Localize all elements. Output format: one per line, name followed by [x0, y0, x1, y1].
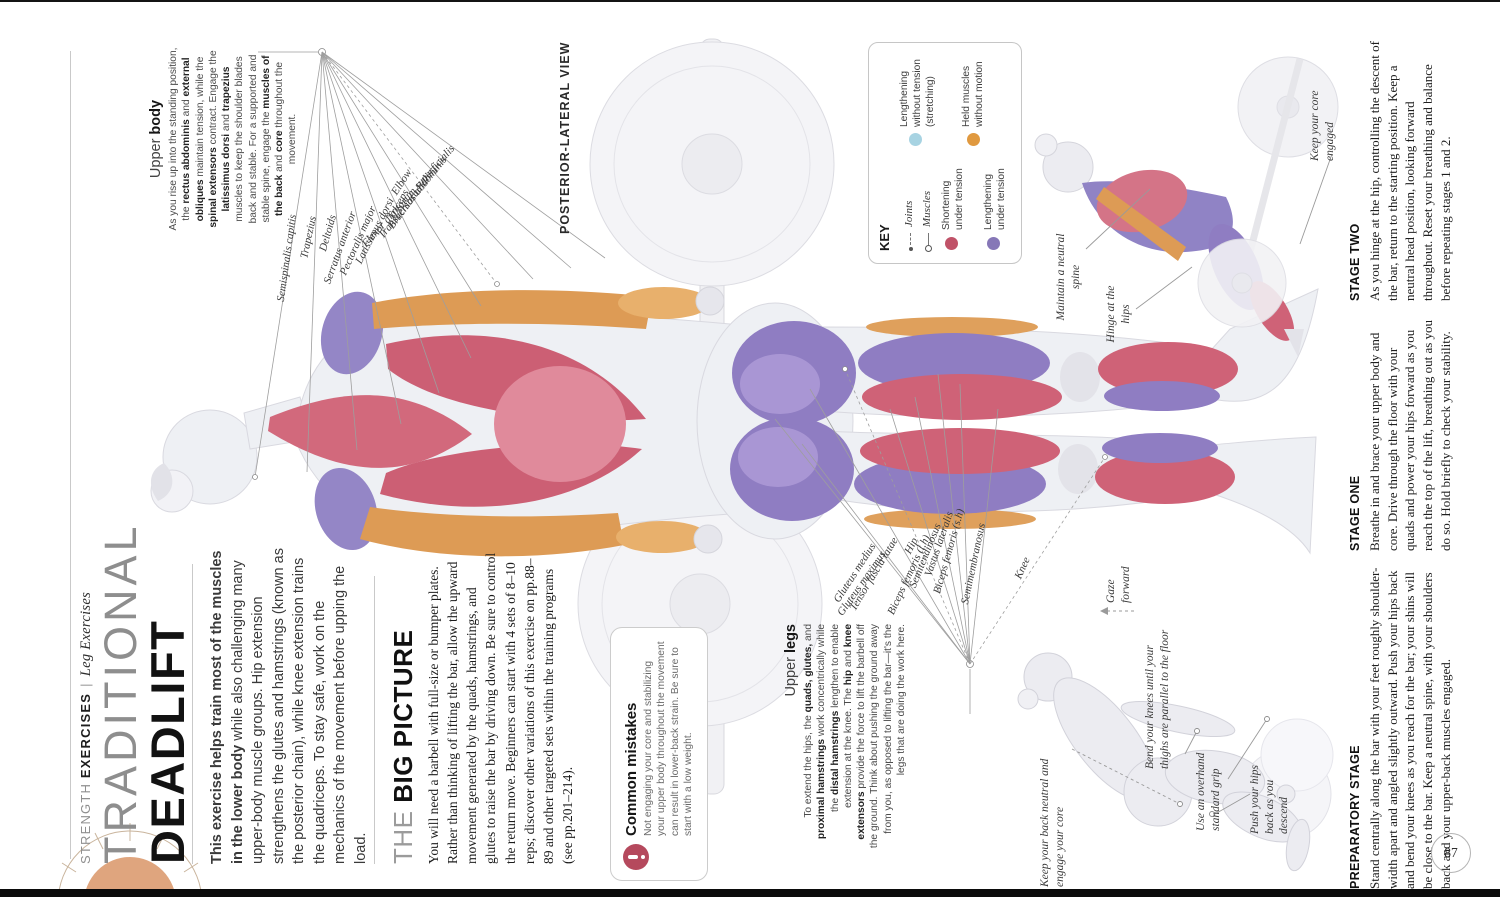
upper-body-caption-heading: Upper body — [148, 99, 164, 179]
key-title: KEY — [877, 224, 892, 251]
svg-text:Knee: Knee — [1012, 555, 1033, 582]
key-label-shortening: Shortening under tension — [941, 168, 965, 230]
upper-legs-caption-heading: Upper legs — [783, 624, 799, 697]
stage-two-heading: STAGE TWO — [1348, 223, 1362, 301]
key-muscles-marker — [925, 245, 932, 252]
upper-body-caption: Upper body As you rise up into the stand… — [148, 47, 300, 231]
book-page: Semispinalis capitis Trapezius Deltoids … — [0, 9, 1500, 889]
page-title-line1: TRADITIONAL — [95, 522, 146, 864]
intro-rule — [374, 576, 375, 864]
page-title-line2: DEADLIFT — [141, 619, 194, 864]
big-picture-heading: THE BIG PICTURE — [388, 629, 418, 864]
page-edge-top — [0, 0, 1500, 2]
stage-two-figure — [1034, 56, 1339, 357]
key-label-held: Held muscles without motion — [961, 61, 985, 127]
annotation-overhand-grip: Use an overhand standard grip — [1195, 752, 1222, 831]
upper-legs-caption-body: To extend the hips, the quads, glutes, a… — [803, 624, 907, 849]
common-mistakes-box: Common mistakes Not engaging your core a… — [610, 627, 708, 881]
annotation-gaze-forward: Gaze forward — [1105, 566, 1132, 603]
key-joints-marker — [909, 247, 913, 251]
annotation-neutral-spine: Maintain a neutral spine — [1055, 233, 1082, 321]
upper-muscle-fan — [252, 48, 606, 480]
annotation-pointers — [1071, 153, 1333, 817]
breadcrumb-section: STRENGTH — [78, 782, 93, 864]
main-figure — [150, 286, 1319, 557]
common-mistakes-body: Not engaging your core and stabilizing y… — [643, 641, 695, 836]
key-joints-label: Joints — [903, 200, 915, 227]
breadcrumb-chapter: EXERCISES — [78, 692, 93, 779]
sun-decoration — [57, 823, 203, 889]
key-label-lengthening-tension: Lengthening under tension — [983, 168, 1007, 230]
header-rule — [70, 51, 71, 859]
big-picture-body: You will need a barbell with full-size o… — [426, 552, 576, 864]
svg-text:Flexor digitorum superficialis: Flexor digitorum superficialis — [359, 143, 457, 250]
upper-body-caption-body: As you rise up into the standing positio… — [168, 47, 299, 231]
upper-muscle-labels: Semispinalis capitis Trapezius Deltoids … — [275, 143, 457, 302]
svg-text:Semimembranosus: Semimembranosus — [959, 522, 988, 605]
stage-one-body: Breathe in and brace your upper body and… — [1367, 319, 1453, 551]
annotation-bend-knees: Bend your knees until your thighs are pa… — [1144, 629, 1171, 769]
breadcrumb: STRENGTH EXERCISES|Leg Exercises — [78, 591, 94, 864]
annotation-back-neutral: Keep your back neutral and engage your c… — [1039, 758, 1066, 887]
stage-two: STAGE TWO As you hinge at the hip, contr… — [1348, 39, 1454, 301]
key-muscles-label: Muscles — [921, 190, 933, 227]
key-dot-lengthening-tension — [987, 237, 1000, 250]
anatomy-illustration: Semispinalis capitis Trapezius Deltoids … — [57, 38, 1339, 889]
annotation-hinge-hips: Hinge at the hips — [1105, 285, 1132, 343]
annotation-push-hips: Push your hips back as you descend — [1249, 765, 1291, 834]
key-dot-shortening — [945, 237, 958, 250]
stage-two-body: As you hinge at the hip, controlling the… — [1367, 41, 1453, 301]
intro-paragraph: This exercise helps train most of the mu… — [209, 548, 370, 864]
page-number: 87 — [1444, 845, 1458, 860]
annotation-keep-core: Keep your core engaged — [1309, 90, 1336, 161]
preparatory-figure — [1017, 652, 1334, 872]
key-dot-held — [967, 133, 980, 146]
key-dot-lengthening-no-tension — [909, 133, 922, 146]
stage-one-heading: STAGE ONE — [1348, 475, 1362, 551]
breadcrumb-subsection: Leg Exercises — [78, 591, 94, 677]
key-label-lengthening-no-tension: Lengthening without tension (stretching) — [899, 59, 936, 127]
svg-text:Trapezius: Trapezius — [298, 215, 319, 259]
title-rule — [192, 564, 193, 864]
view-label: POSTERIOR-LATERAL VIEW — [558, 41, 572, 234]
page-edge-bottom — [0, 889, 1500, 897]
warning-icon — [623, 844, 649, 870]
stage-one: STAGE ONE Breathe in and brace your uppe… — [1348, 315, 1454, 551]
stage-preparatory-heading: PREPARATORY STAGE — [1348, 745, 1362, 889]
key-legend: KEY Joints Muscles Shortening under tens… — [868, 42, 1022, 264]
leg-muscle-fan — [774, 366, 1108, 714]
upper-legs-caption: Upper legs To extend the hips, the quads… — [783, 624, 908, 854]
page-number-badge: 87 — [1431, 833, 1471, 873]
common-mistakes-heading: Common mistakes — [623, 702, 640, 836]
